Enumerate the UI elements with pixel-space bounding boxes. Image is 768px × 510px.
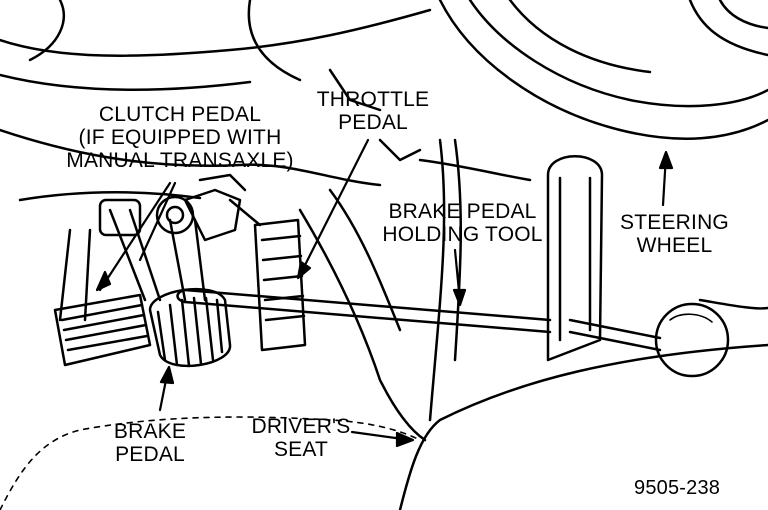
holding-tool-drawing (176, 155, 730, 378)
clutch-pedal-label-line-1: CLUTCH PEDAL (98, 103, 262, 126)
figure-number: 9505-238 (634, 477, 721, 499)
throttle-pedal-label: THROTTLE PEDAL (313, 88, 433, 134)
steering-wheel-label: STEERING WHEEL (617, 211, 732, 257)
brake-pedal-holding-tool-label: BRAKE PEDAL HOLDING TOOL (375, 200, 550, 246)
tool-knob (654, 302, 730, 378)
brake-pedal-label-line-1: BRAKE (113, 420, 187, 443)
holding-tool-label-line-1: BRAKE PEDAL (388, 200, 537, 223)
brake-pedal-label: BRAKE PEDAL (95, 420, 205, 466)
clutch-pedal-label-line-2: (IF EQUIPPED WITH (78, 126, 282, 149)
throttle-pedal-label-line-1: THROTTLE (316, 88, 430, 111)
drivers-seat-label-line-1: DRIVER'S (251, 415, 351, 438)
column-edge (428, 138, 446, 422)
steering-wheel-label-line-2: WHEEL (636, 234, 713, 257)
clutch-pedal-label: CLUTCH PEDAL (IF EQUIPPED WITH MANUAL TR… (60, 103, 300, 172)
clutch-pedal-drawing (53, 198, 162, 367)
drivers-seat-label-line-2: SEAT (273, 438, 329, 461)
steering-wheel-label-line-1: STEERING (620, 211, 729, 234)
brake-pedal-label-line-2: PEDAL (115, 443, 185, 466)
brake-pedal-drawing (148, 195, 232, 368)
throttle-pedal-drawing (228, 198, 307, 352)
clutch-leader-2 (138, 181, 177, 262)
clutch-pedal-label-line-3: MANUAL TRANSAXLE) (66, 149, 294, 172)
steering-wheel-drawing (438, 0, 768, 140)
holding-tool-label-line-2: HOLDING TOOL (382, 223, 543, 246)
throttle-pedal-label-line-2: PEDAL (338, 111, 408, 134)
throttle-leader (298, 138, 370, 277)
drivers-seat-label: DRIVER'S SEAT (246, 415, 356, 461)
leader-lines (95, 138, 674, 448)
clutch-leader-1 (98, 181, 172, 292)
drivers-seat-drawing (0, 298, 768, 510)
dashboard-outline (0, 0, 532, 202)
